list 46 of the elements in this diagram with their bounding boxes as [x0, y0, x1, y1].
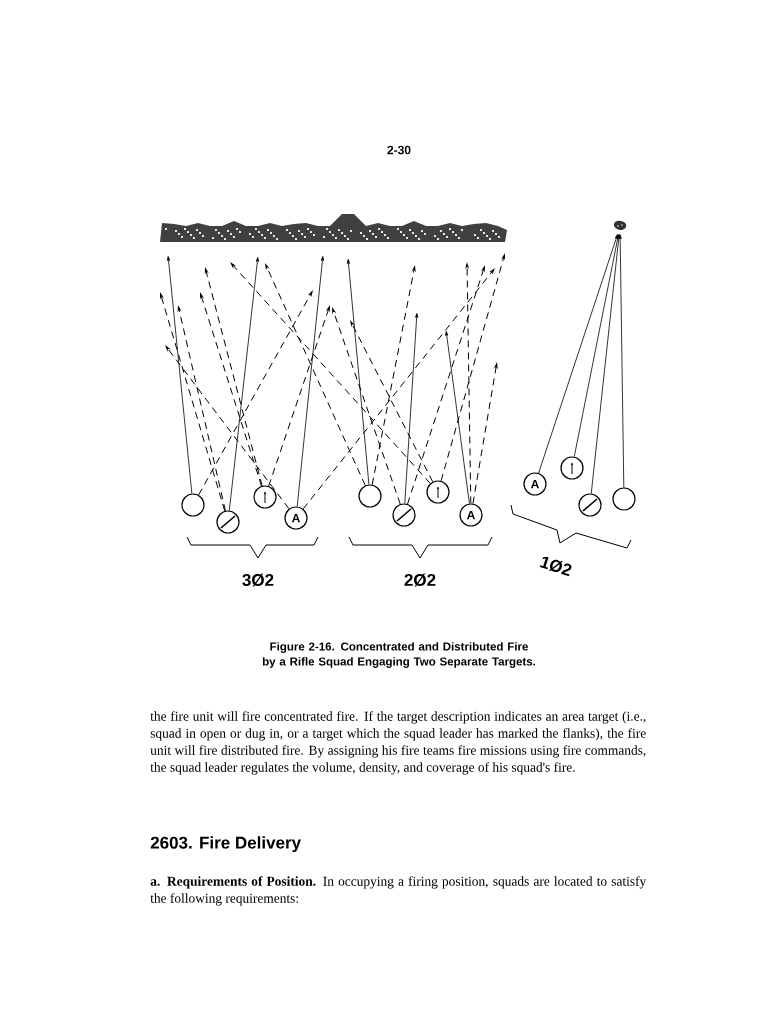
paragraph: the fire unit will fire concentrated fire. If the target description indicates an area target (i.e., squad in open or dug in, or a target which the squad leader has marked the flanks), the fire unit will fire distributed fire. By assigning his fire teams fire missions using fire commands, the squad leader regulates the volume, density, and coverage of his squad's fire. [150, 711, 646, 775]
arrow [302, 268, 495, 510]
arrow [177, 306, 226, 512]
arrow [332, 308, 401, 505]
arrow [440, 254, 506, 482]
arrow [160, 293, 226, 512]
arrow [346, 259, 370, 485]
soldier-symbol [253, 485, 277, 509]
group-label: 3Ø2 [242, 573, 274, 587]
target-area [160, 214, 507, 242]
arrow [265, 264, 366, 486]
arrow [167, 256, 193, 494]
figure-caption: Figure 2-16. Concentrated and Distributed Fire by a Rifle Squad Engaging Two Separate Targets. [262, 642, 536, 668]
paragraph: a. Requirements of Position. In occupying a firing position, squads are located to satisfy the following requirements: [150, 876, 647, 906]
soldier-symbol [392, 503, 416, 527]
soldier-symbol [216, 510, 240, 534]
arrow [618, 234, 625, 488]
soldier-symbol [560, 456, 584, 480]
section-heading: 2603. Fire Delivery [150, 836, 301, 853]
arrow [230, 262, 431, 484]
arrow [204, 268, 263, 487]
arrow [296, 256, 324, 507]
point-target [613, 220, 627, 231]
arrow [198, 291, 313, 496]
soldier-symbol [578, 493, 602, 517]
arrow [538, 234, 618, 474]
arrow [371, 266, 416, 486]
soldier-symbol [612, 487, 636, 511]
arrow [165, 345, 290, 510]
arrow [573, 234, 620, 458]
soldier-symbol [181, 493, 205, 517]
arrow [200, 293, 262, 487]
arrow [228, 257, 259, 511]
soldier-symbol [358, 484, 382, 508]
arrow [472, 363, 498, 505]
soldier-symbol [426, 480, 450, 504]
arrow [465, 263, 472, 504]
arrow [404, 313, 419, 504]
group-label: 2Ø2 [404, 573, 436, 587]
arrow [350, 321, 434, 483]
arrow [268, 306, 330, 487]
arrow [445, 331, 470, 504]
page-number: 2-30 [387, 145, 411, 155]
group-label: 1Ø2 [539, 556, 572, 577]
arrow [590, 234, 621, 494]
arrow [407, 266, 485, 505]
